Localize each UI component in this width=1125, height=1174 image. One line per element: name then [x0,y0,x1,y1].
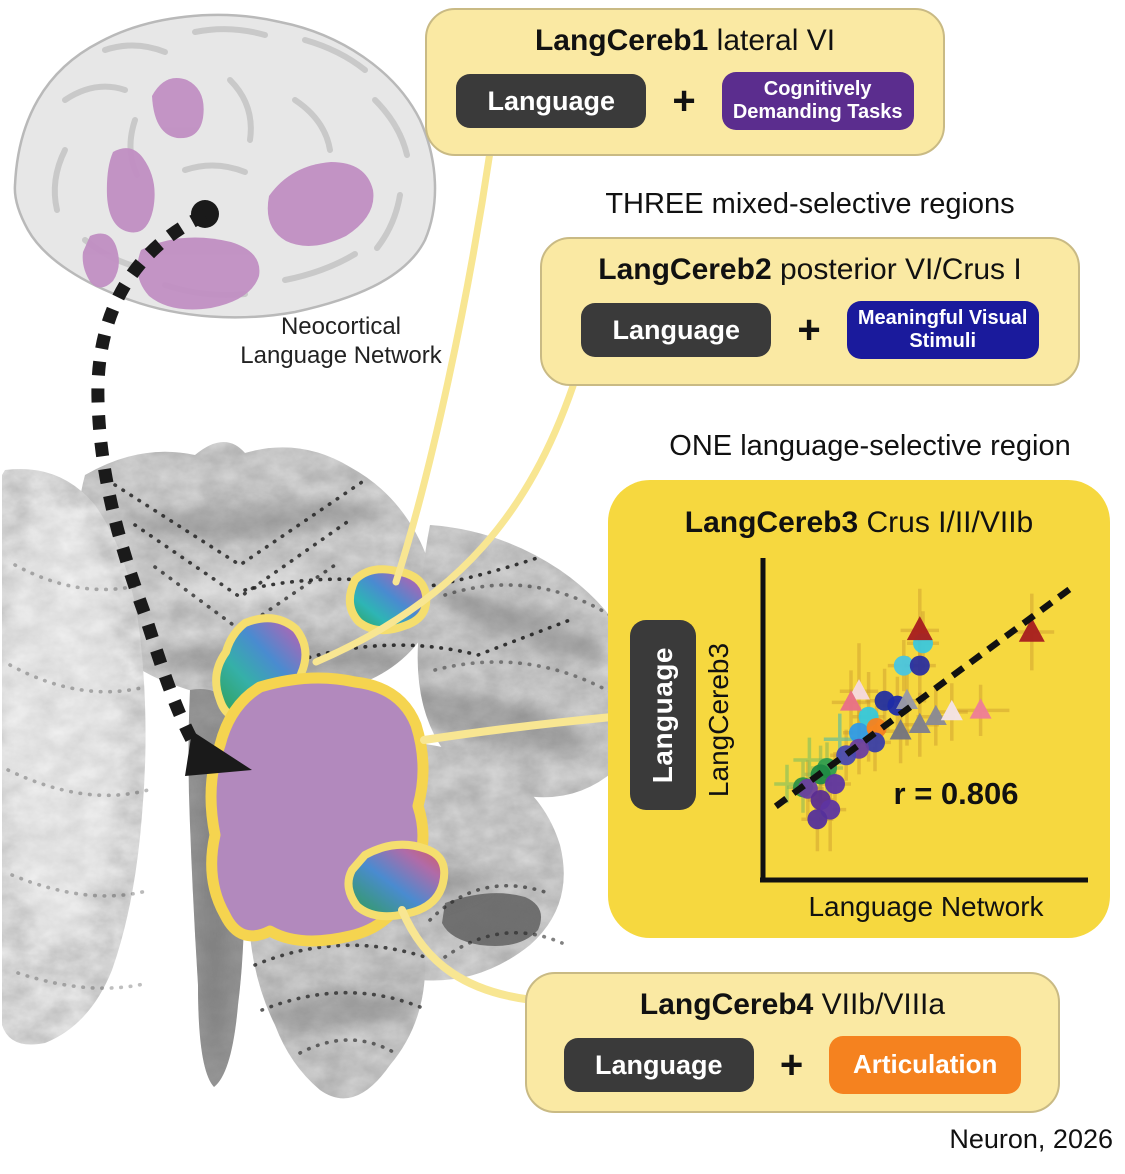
langcereb-region-1 [345,565,431,635]
mixed-selective-heading: THREE mixed-selective regions [605,188,1015,220]
journal-caption: Neuron, 2026 [949,1124,1113,1154]
language-button-vertical: Language [630,620,696,810]
correlation-annotation: r = 0.806 [894,776,1019,811]
langcereb1-region: lateral VI [716,24,836,57]
langcereb2-name: LangCereb2 [598,253,772,286]
langcereb3-name: LangCereb3 [684,506,859,539]
langcereb1-title: LangCereb1 lateral VI [427,24,943,58]
cognitively-demanding-tasks-button: Cognitively Demanding Tasks [721,72,914,130]
langcereb2-region: posterior VI/Crus I [779,253,1022,286]
trend-line [773,586,1073,810]
langcereb3-scatter-plot: LangCereb3 Language Network r = 0.806 [703,558,1088,922]
language-button: Language [563,1038,754,1092]
language-button-label: Language [647,646,678,784]
language-button: Language [456,74,647,128]
langcereb2-panel: LangCereb2 posterior VI/Crus I Language … [540,237,1080,386]
brain-label: Neocortical Language Network [240,313,442,369]
langcereb3-panel: LangCereb3 Crus I/II/VIIb Language LangC… [608,480,1110,938]
plus-sign: + [779,1043,804,1087]
langcereb3-title: LangCereb3 Crus I/II/VIIb [608,506,1110,540]
y-axis-label: LangCereb3 [703,643,734,797]
articulation-button: Articulation [829,1036,1022,1094]
plus-sign: + [672,79,696,123]
langcereb1-panel: LangCereb1 lateral VI Language + Cogniti… [425,8,945,156]
x-axis-label: Language Network [808,891,1044,922]
langcereb-region-4 [344,840,449,921]
langcereb2-title: LangCereb2 posterior VI/Crus I [542,253,1078,287]
langcereb4-title: LangCereb4 VIIb/VIIIa [527,988,1058,1022]
langcereb1-name: LangCereb1 [534,24,709,57]
langcereb4-panel: LangCereb4 VIIb/VIIIa Language + Articul… [525,972,1060,1113]
langcereb4-region: VIIb/VIIIa [821,988,946,1021]
language-selective-heading: ONE language-selective region [669,430,1071,462]
plus-sign: + [797,308,821,352]
scatter-points [793,616,1045,830]
langcereb3-region: Crus I/II/VIIb [866,506,1034,539]
meaningful-visual-stimuli-button: Meaningful Visual Stimuli [846,301,1039,359]
langcereb4-name: LangCereb4 [639,988,814,1021]
language-button: Language [581,303,772,357]
brain-origin-dot [191,200,219,228]
